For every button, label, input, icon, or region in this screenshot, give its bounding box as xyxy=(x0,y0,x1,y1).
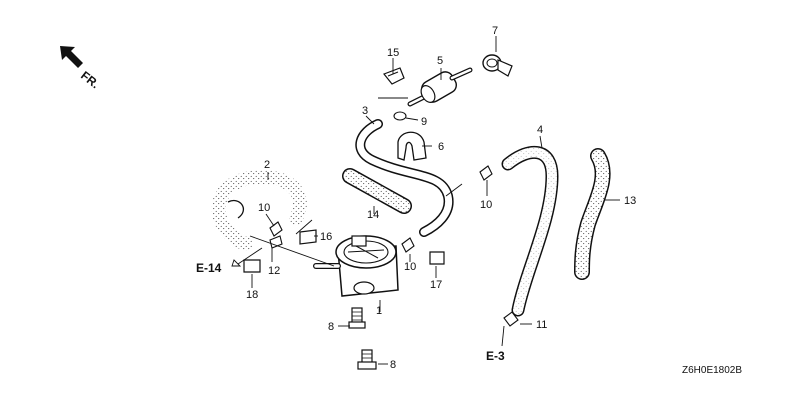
clip-10-left xyxy=(269,221,283,237)
reference-labels: E-14 E-3 xyxy=(196,261,505,363)
clip-12 xyxy=(269,235,283,249)
callout-17: 17 xyxy=(430,279,442,291)
diagram-code: Z6H0E1802B xyxy=(682,365,742,376)
callout-11: 11 xyxy=(536,319,547,331)
curved-hose-right xyxy=(574,148,611,280)
callout-4: 4 xyxy=(537,124,543,136)
clip-10-mid xyxy=(401,237,415,253)
fuel-hose-loop xyxy=(211,170,307,251)
clip-9 xyxy=(393,111,407,121)
clamp-16 xyxy=(299,229,317,245)
callout-7: 7 xyxy=(492,25,498,37)
arrow-up-left-icon xyxy=(60,46,83,68)
hose-clip-15 xyxy=(383,67,405,85)
callout-10-right: 10 xyxy=(480,199,492,211)
callout-5: 5 xyxy=(437,55,443,67)
callout-13: 13 xyxy=(624,195,636,207)
hose-clip-7 xyxy=(482,54,513,77)
callout-18: 18 xyxy=(246,289,258,301)
front-direction-indicator: FR. xyxy=(60,46,102,91)
callout-14: 14 xyxy=(367,209,379,221)
bolt-upper xyxy=(348,307,366,329)
clamp-18 xyxy=(243,259,261,273)
fuel-tube-bent xyxy=(355,119,454,237)
callout-3: 3 xyxy=(362,105,368,117)
callout-6: 6 xyxy=(438,141,444,153)
callout-1: 1 xyxy=(376,305,382,317)
callout-12: 12 xyxy=(268,265,280,277)
reference-e3: E-3 xyxy=(486,349,505,363)
callout-8-lower: 8 xyxy=(390,359,396,371)
clip-11 xyxy=(503,311,519,327)
tube-holder-clamp xyxy=(397,131,427,161)
bolt-lower xyxy=(357,349,377,370)
callout-16: 16 xyxy=(320,231,332,243)
fuel-filter xyxy=(407,67,473,107)
small-clips xyxy=(269,111,519,327)
straight-hose xyxy=(342,168,412,214)
front-label: FR. xyxy=(78,68,102,91)
callout-15: 15 xyxy=(387,47,399,59)
fuel-strainer-body xyxy=(313,235,399,297)
callout-labels: 15 5 7 3 9 6 4 2 13 10 10 14 16 10 12 17… xyxy=(246,25,636,371)
clip-10-upper-right xyxy=(479,165,493,181)
reference-e14: E-14 xyxy=(196,261,222,275)
band-clamps xyxy=(243,229,445,273)
callout-10-left: 10 xyxy=(258,202,270,214)
callout-8-upper: 8 xyxy=(328,321,334,333)
clamp-17 xyxy=(429,251,445,265)
callout-10-mid: 10 xyxy=(404,261,416,273)
long-fuel-hose xyxy=(501,145,559,317)
callout-9: 9 xyxy=(421,116,427,128)
leader-lines xyxy=(231,36,620,365)
callout-2: 2 xyxy=(264,159,270,171)
